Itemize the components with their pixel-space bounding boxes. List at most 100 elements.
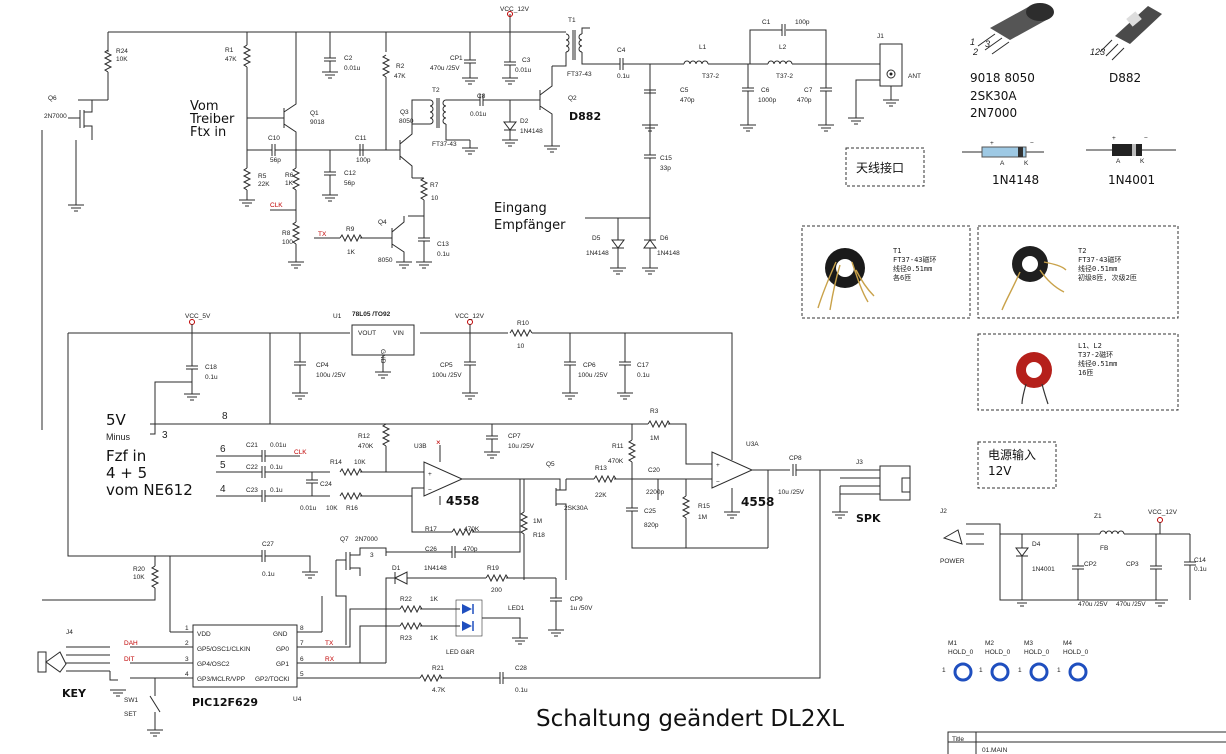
pic-num-7: 7 [300,640,304,647]
m4-pin: 1 [1057,667,1061,674]
node-4: 4 [220,484,226,495]
c24-ref: C24 [320,481,332,488]
svg-text:+: + [1112,135,1116,142]
pin1-label: 1 [970,37,975,47]
r20-ref: R20 [133,566,145,573]
r16-ref: R16 [346,505,358,512]
to92-types-2: 2SK30A [970,89,1017,103]
pic-rx-label: RX [325,656,335,663]
pin3-label: 3 [985,39,990,49]
r14-value: 10K [354,459,366,466]
l2-ref: L2 [779,44,787,51]
c8-ref: C8 [477,93,486,100]
r15-value: 1M [698,514,707,521]
pic-pin-gp3: GP3/MCLR/VPP [197,676,245,683]
dit-label: DIT [124,656,135,663]
node-8: 8 [222,411,228,422]
pic-pin-gp0: GP0 [276,646,289,653]
r3-ref: R3 [650,408,659,415]
d4-ref: D4 [1032,541,1041,548]
d2-ref: D2 [520,118,529,125]
c15-ref: C15 [660,155,672,162]
clk-net-label: CLK [270,202,283,209]
c18-value: 0.1u [205,374,218,381]
title-block-title: Title [952,736,964,743]
c11-ref: C11 [355,135,367,142]
r7-ref: R7 [430,182,439,189]
t2-ref: T2 [432,87,440,94]
c21-value: 0.01u [270,442,287,449]
c14-value: 0.1u [1194,566,1207,573]
r8-ref: R8 [282,230,291,237]
m3-label: M3 [1024,640,1033,647]
d4-value: 1N4001 [1032,566,1055,573]
cp4-value: 100u /25V [316,372,346,379]
c28-value: 0.1u [515,687,528,694]
l-box-wire: 线径0.51mm [1078,359,1117,368]
to92-types-1: 9018 8050 [970,71,1035,85]
c5-ref: C5 [680,87,689,94]
t1-transformer: T1 FT37-43 [552,17,600,78]
j3-ref: J3 [856,459,863,466]
z1-value: FB [1100,545,1108,552]
l-core-box [977,333,1179,411]
t1-box-core: FT37-43磁环 [893,255,937,264]
c10-value: 56p [270,157,281,164]
ftx-in-label: Ftx in [190,125,226,140]
c27-value: 0.1u [262,571,275,578]
l2-value: T37-2 [776,73,793,80]
cp1-value: 470u /25V [430,65,460,72]
treiber-label: Treiber [189,112,235,127]
svg-text:K: K [1024,160,1029,167]
cp4-ref: CP4 [316,362,329,369]
c23-ref: C23 [246,487,258,494]
t1-ref: T1 [568,17,576,24]
c6-ref: C6 [761,87,770,94]
q2-ref: Q2 [568,95,577,102]
u3b-opamp: +− U3B 4558 × [414,438,548,508]
cp6-ref: CP6 [583,362,596,369]
5v-label: 5V [106,411,127,429]
r5-ref: R5 [258,173,267,180]
led-value: LED G&R [446,649,475,656]
q3-ref: Q3 [400,109,409,116]
title-block: Title 01.MAIN [947,731,1226,754]
svg-text:K: K [1140,158,1145,165]
node-5: 5 [220,460,226,471]
r17-value: 470K [464,526,480,533]
t2-box-core: FT37-43磁环 [1078,255,1122,264]
c6-value: 1000p [758,97,776,104]
pic-pin-vdd: VDD [197,631,211,638]
q6-value: 2N7000 [44,113,67,120]
parts-legend: 1 2 3 123 9018 8050 2SK30A 2N7000 D882 天… [801,3,1179,489]
r17-ref: R17 [425,526,437,533]
r1-value: 47K [225,56,237,63]
r23-ref: R23 [400,635,412,642]
c4-value: 0.1u [617,73,630,80]
d5-ref: D5 [592,235,601,242]
c26-ref: C26 [425,546,437,553]
svg-text:3: 3 [370,552,374,559]
mount-m1: M1 HOLD_0 1 [942,640,974,682]
r24-ref: R24 [116,48,128,55]
r13-value: 22K [595,492,607,499]
c7-ref: C7 [804,87,813,94]
u3b-ref: U3B [414,443,427,450]
svg-text:A: A [1000,160,1005,167]
led1-ref: LED1 [508,605,525,612]
vom-label: Vom [190,99,219,114]
mount-m2: M2 HOLD_0 1 [979,640,1011,682]
fzf-source-label: vom NE612 [106,481,193,499]
m2-label: M2 [985,640,994,647]
c20-value: 2200p [646,489,664,496]
set-switch-sw1: SW1 SET [124,678,164,737]
pin2-label: 2 [972,47,978,57]
pic-part-name: PIC12F629 [192,696,258,709]
u3a-value: 4558 [741,495,774,509]
cp3-ref: CP3 [1126,561,1139,568]
svg-text:−: − [428,487,432,494]
q7-value: 2N7000 [355,536,378,543]
c4-ref: C4 [617,47,626,54]
